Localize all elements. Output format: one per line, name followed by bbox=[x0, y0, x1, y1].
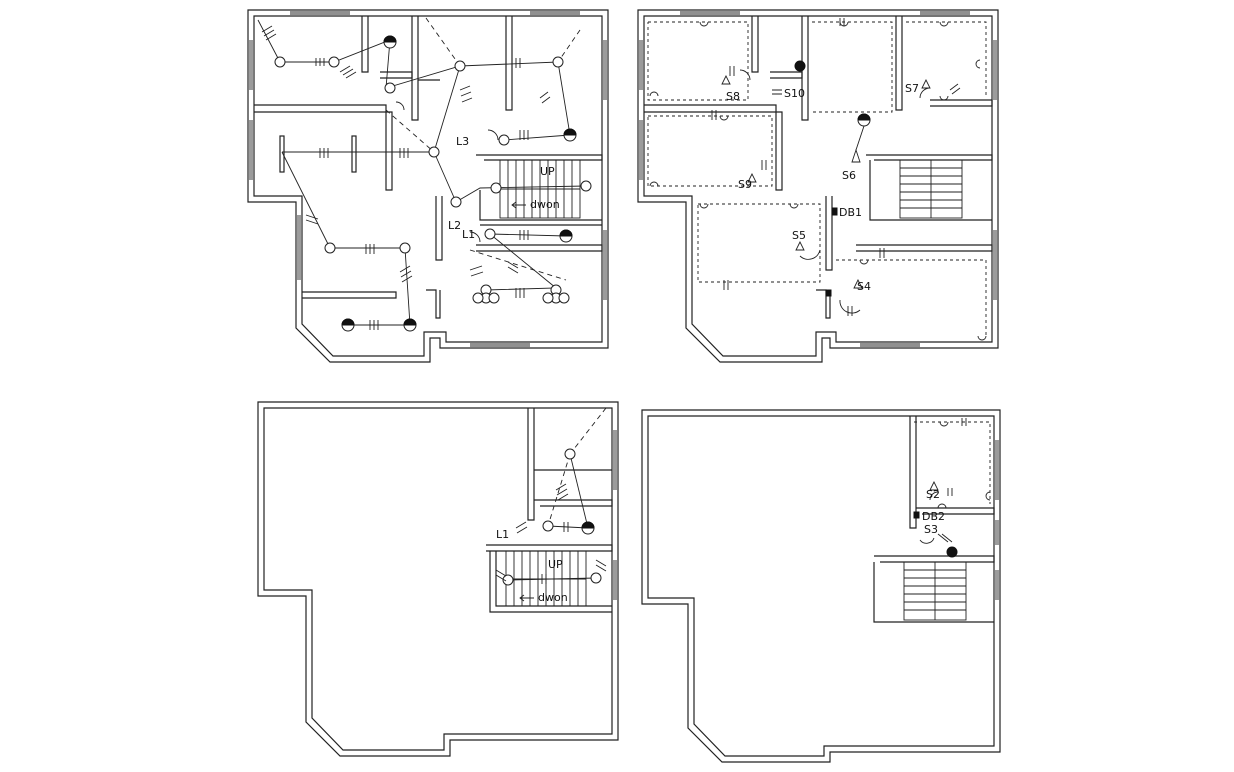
first-floor-power-plan: S2 DB2 S3 bbox=[641, 409, 1001, 763]
tube-lights bbox=[279, 135, 357, 173]
inner-wall-line bbox=[643, 15, 993, 357]
switch-symbols bbox=[721, 69, 931, 314]
label-s7: S7 bbox=[905, 82, 919, 95]
stair-treads bbox=[899, 159, 963, 219]
dashed-wiring bbox=[385, 17, 581, 281]
label-l1: L1 bbox=[496, 528, 509, 541]
label-up: UP bbox=[540, 165, 555, 178]
label-s8: S8 bbox=[726, 90, 740, 103]
switch-symbols bbox=[913, 480, 958, 558]
dashed-wiring bbox=[547, 407, 607, 527]
sockets bbox=[649, 21, 987, 341]
label-down: dwon bbox=[538, 591, 568, 604]
label-l2: L2 bbox=[448, 219, 461, 232]
windows bbox=[249, 11, 607, 347]
inner-wall-line bbox=[263, 407, 613, 751]
label-down: dwon bbox=[530, 198, 560, 211]
socket-marks bbox=[711, 18, 961, 316]
label-db2: DB2 bbox=[922, 510, 945, 523]
stair-treads bbox=[903, 561, 967, 621]
inner-wall-line bbox=[253, 15, 603, 357]
cable-marks bbox=[495, 483, 607, 584]
inner-wall-line bbox=[647, 415, 995, 757]
outer-wall bbox=[257, 401, 619, 757]
stair-treads bbox=[499, 159, 581, 219]
label-l1: L1 bbox=[462, 228, 475, 241]
ground-floor-power-plan: S8 S10 S7 S6 S9 DB1 S5 S4 bbox=[637, 9, 999, 363]
label-s6: S6 bbox=[842, 169, 856, 182]
ground-floor-lighting-plan: L3 L2 L1 UP dwon bbox=[247, 9, 609, 363]
cable-marks bbox=[261, 25, 551, 330]
wiring bbox=[257, 19, 587, 326]
label-s3: S3 bbox=[924, 523, 938, 536]
windows bbox=[613, 430, 617, 600]
windows bbox=[639, 11, 997, 347]
label-s9: S9 bbox=[738, 178, 752, 191]
windows bbox=[995, 440, 999, 600]
label-s10: S10 bbox=[784, 87, 805, 100]
label-s5: S5 bbox=[792, 229, 806, 242]
outer-wall bbox=[247, 9, 609, 363]
sockets bbox=[937, 421, 991, 509]
socket-circuits bbox=[914, 421, 991, 504]
first-floor-lighting-plan: L1 UP dwon bbox=[257, 401, 619, 757]
switch-symbols bbox=[395, 101, 499, 243]
label-l3: L3 bbox=[456, 135, 469, 148]
partitions bbox=[254, 16, 603, 319]
stair-arrow bbox=[511, 201, 526, 209]
partitions bbox=[644, 16, 993, 319]
label-s2: S2 bbox=[926, 488, 940, 501]
label-up: UP bbox=[548, 558, 563, 571]
label-s4: S4 bbox=[857, 280, 871, 293]
light-points bbox=[274, 56, 592, 304]
socket-marks bbox=[937, 418, 967, 543]
outer-wall bbox=[637, 9, 999, 363]
meter-points bbox=[794, 60, 871, 297]
stair-arrow bbox=[519, 594, 534, 602]
label-db1: DB1 bbox=[839, 206, 862, 219]
outer-wall bbox=[641, 409, 1001, 763]
fan-points bbox=[341, 35, 577, 332]
light-points bbox=[502, 448, 602, 586]
socket-circuits bbox=[647, 21, 987, 338]
